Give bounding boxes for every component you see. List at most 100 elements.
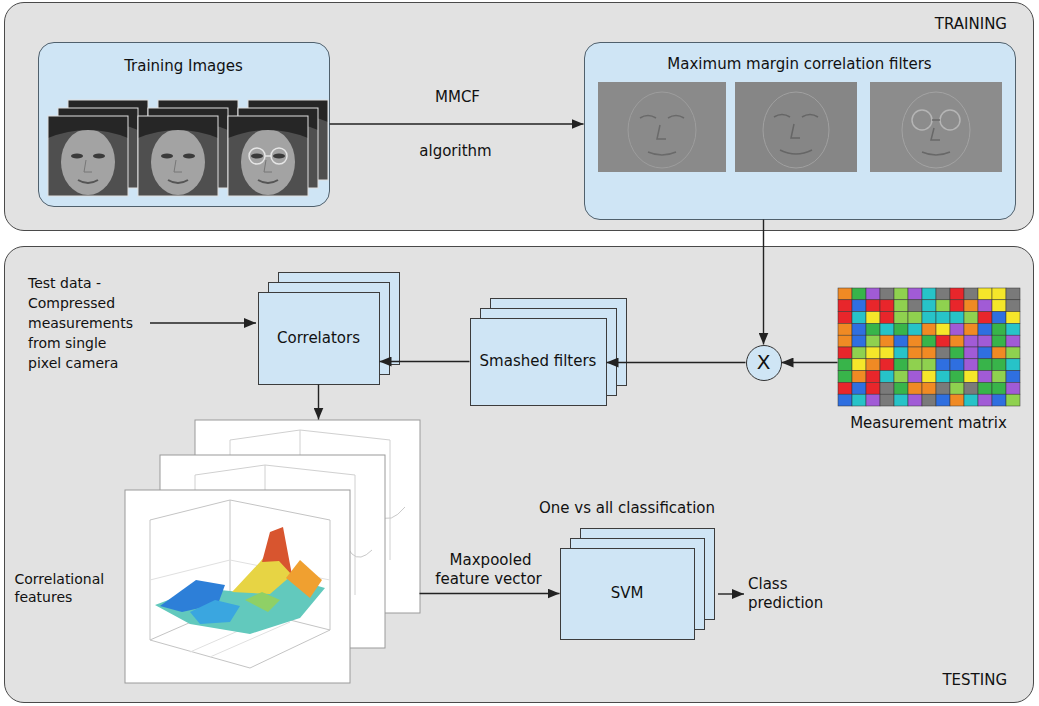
flow-arrow [420,593,560,594]
measurement-matrix [922,335,936,347]
measurement-matrix [1006,312,1020,324]
measurement-matrix [908,371,922,383]
panel-title: TRAINING [935,15,1007,34]
measurement-matrix [880,382,894,394]
measurement-matrix [992,371,1006,383]
measurement-matrix [880,335,894,347]
measurement-matrix [880,359,894,371]
measurement-matrix [950,323,964,335]
measurement-matrix [838,300,852,312]
measurement-matrix [950,288,964,300]
measurement-matrix [1006,335,1020,347]
measurement-matrix [880,312,894,324]
flow-arrows [150,322,256,323]
measurement-matrix [838,394,852,406]
filter-images [628,92,696,168]
output-note: Class prediction [748,575,838,613]
measurement-matrix [978,312,992,324]
measurement-matrix [992,394,1006,406]
measurement-matrix [978,382,992,394]
measurement-matrix [838,312,852,324]
surface-plots [125,490,350,683]
measurement-matrix [1006,323,1020,335]
measurement-matrix [992,288,1006,300]
measurement-matrix [894,347,908,359]
measurement-matrix [936,335,950,347]
measurement-matrix [922,382,936,394]
surface-plots [150,560,330,657]
filter-images [774,115,818,155]
measurement-matrix [880,323,894,335]
measurement-matrix [908,394,922,406]
filter-images [902,92,970,168]
measurement-matrix [922,323,936,335]
filter-images [640,116,684,156]
measurement-matrix [950,312,964,324]
measurement-matrix [936,288,950,300]
measurement-matrix [880,347,894,359]
measurement-matrix [866,288,880,300]
measurement-matrix [852,288,866,300]
measurement-matrix [950,347,964,359]
measurement-matrix [866,312,880,324]
measurement-matrix [936,312,950,324]
surface-plots [262,527,292,575]
measurement-matrix [964,323,978,335]
measurement-matrix [880,371,894,383]
flow-arrows [150,323,744,594]
measurement-matrix [894,323,908,335]
measurement-matrix [880,394,894,406]
flow-arrows [718,593,744,594]
box-label: SVM [611,584,644,603]
flow-arrow [318,385,319,420]
filter-images [763,92,829,168]
measurement-matrix [838,323,852,335]
measurement-matrix [978,359,992,371]
measurement-matrix [852,335,866,347]
measurement-matrix [866,359,880,371]
measurement-matrix [936,323,950,335]
measurement-matrix [838,288,1020,406]
measurement-matrix [936,300,950,312]
filter-images [598,82,726,172]
measurement-matrix [880,300,894,312]
measurement-matrix [922,371,936,383]
measurement-matrix [978,371,992,383]
measurement-matrix [908,288,922,300]
surface-plots [245,592,280,612]
measurement-matrix [838,371,852,383]
measurement-matrix [978,335,992,347]
face-images [249,148,265,164]
box-title: Training Images [39,57,329,76]
measurement-matrix [992,323,1006,335]
measurement-matrix [908,323,922,335]
measurement-matrix [964,335,978,347]
filter-images [940,110,960,130]
measurement-matrix [950,335,964,347]
measurement-matrix [852,371,866,383]
measurement-matrix [866,347,880,359]
measurement-matrix [992,312,1006,324]
edge-label: Maxpooled feature vector [435,551,544,588]
face-images [271,148,287,164]
measurement-matrix [880,288,894,300]
measurement-matrix [908,382,922,394]
measurement-matrix [964,288,978,300]
filter-images [735,82,857,172]
filter-images [870,82,1002,172]
measurement-matrix [894,312,908,324]
measurement-matrix [894,359,908,371]
box-title: Maximum margin correlation filters [585,55,1015,74]
measurement-matrix [894,335,908,347]
measurement-matrix [964,347,978,359]
measurement-matrix [964,300,978,312]
measurement-matrix [866,371,880,383]
measurement-matrix [922,347,936,359]
measurement-matrix [964,371,978,383]
measurement-matrix [1006,394,1020,406]
measurement-matrix [852,300,866,312]
measurement-matrix [1006,300,1020,312]
measurement-matrix [1006,288,1020,300]
measurement-matrix [978,323,992,335]
